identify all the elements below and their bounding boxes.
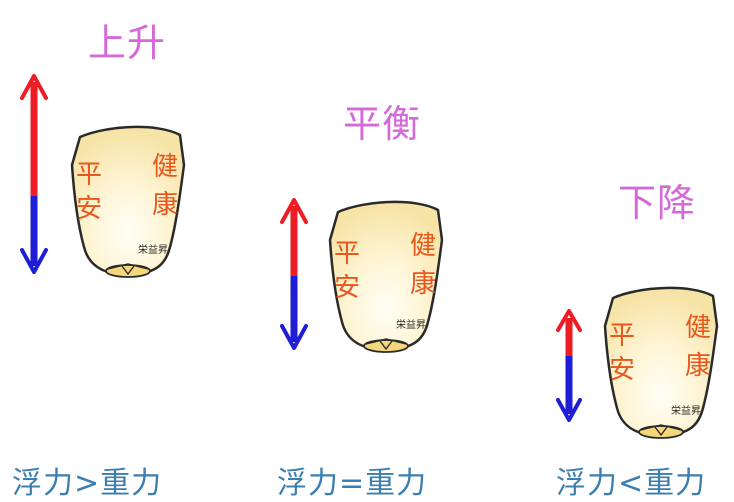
buoyancy-arrowhead	[556, 309, 582, 332]
lantern-text-left-1: 平	[76, 160, 102, 190]
lantern-stamp: 栄益昇	[671, 404, 701, 417]
buoyancy-arrowhead	[280, 198, 308, 224]
lantern-text-right-1: 健	[685, 313, 711, 343]
lantern-text-left-2: 安	[609, 355, 635, 385]
lantern-stamp: 栄益昇	[138, 243, 168, 256]
lantern-falling: 平 安 健 康 栄益昇	[603, 286, 719, 439]
lantern-text-right-2: 康	[152, 190, 178, 220]
lantern-body	[70, 125, 186, 277]
lantern-text-left-1: 平	[334, 239, 360, 269]
gravity-arrowhead	[20, 248, 48, 274]
lantern-rising: 平 安 健 康 栄益昇	[70, 125, 186, 278]
lantern-text-left-1: 平	[609, 321, 635, 351]
comparison-falling: 浮力<重力	[556, 466, 707, 501]
lantern-crossbar	[107, 263, 149, 276]
lantern-body	[328, 200, 444, 352]
gravity-arrowhead	[556, 398, 582, 422]
force-arrows-balance	[280, 198, 308, 350]
force-arrows-falling	[556, 309, 582, 422]
lantern-opening	[105, 264, 151, 278]
lantern-text-right-2: 康	[410, 269, 436, 299]
lantern-body	[603, 286, 719, 438]
lantern-stamp: 栄益昇	[396, 318, 426, 331]
title-rising: 上升	[88, 21, 167, 65]
title-balance: 平衡	[343, 102, 422, 146]
lantern-text-right-1: 健	[410, 231, 436, 261]
lantern-crossbar	[365, 338, 407, 351]
lantern-balance: 平 安 健 康 栄益昇	[328, 200, 444, 353]
title-falling: 下降	[618, 181, 697, 225]
lantern-text-left-2: 安	[334, 273, 360, 303]
lantern-text-left-2: 安	[76, 194, 102, 224]
buoyancy-arrowhead	[20, 74, 48, 100]
comparison-balance: 浮力=重力	[277, 466, 428, 501]
lantern-text-right-2: 康	[685, 351, 711, 381]
lantern-crossbar	[640, 424, 682, 437]
lantern-opening	[363, 339, 409, 353]
force-arrows-rising	[20, 74, 48, 274]
gravity-arrowhead	[280, 324, 308, 350]
lantern-opening	[638, 425, 684, 439]
lantern-text-right-1: 健	[152, 152, 178, 182]
comparison-rising: 浮力>重力	[12, 466, 163, 501]
